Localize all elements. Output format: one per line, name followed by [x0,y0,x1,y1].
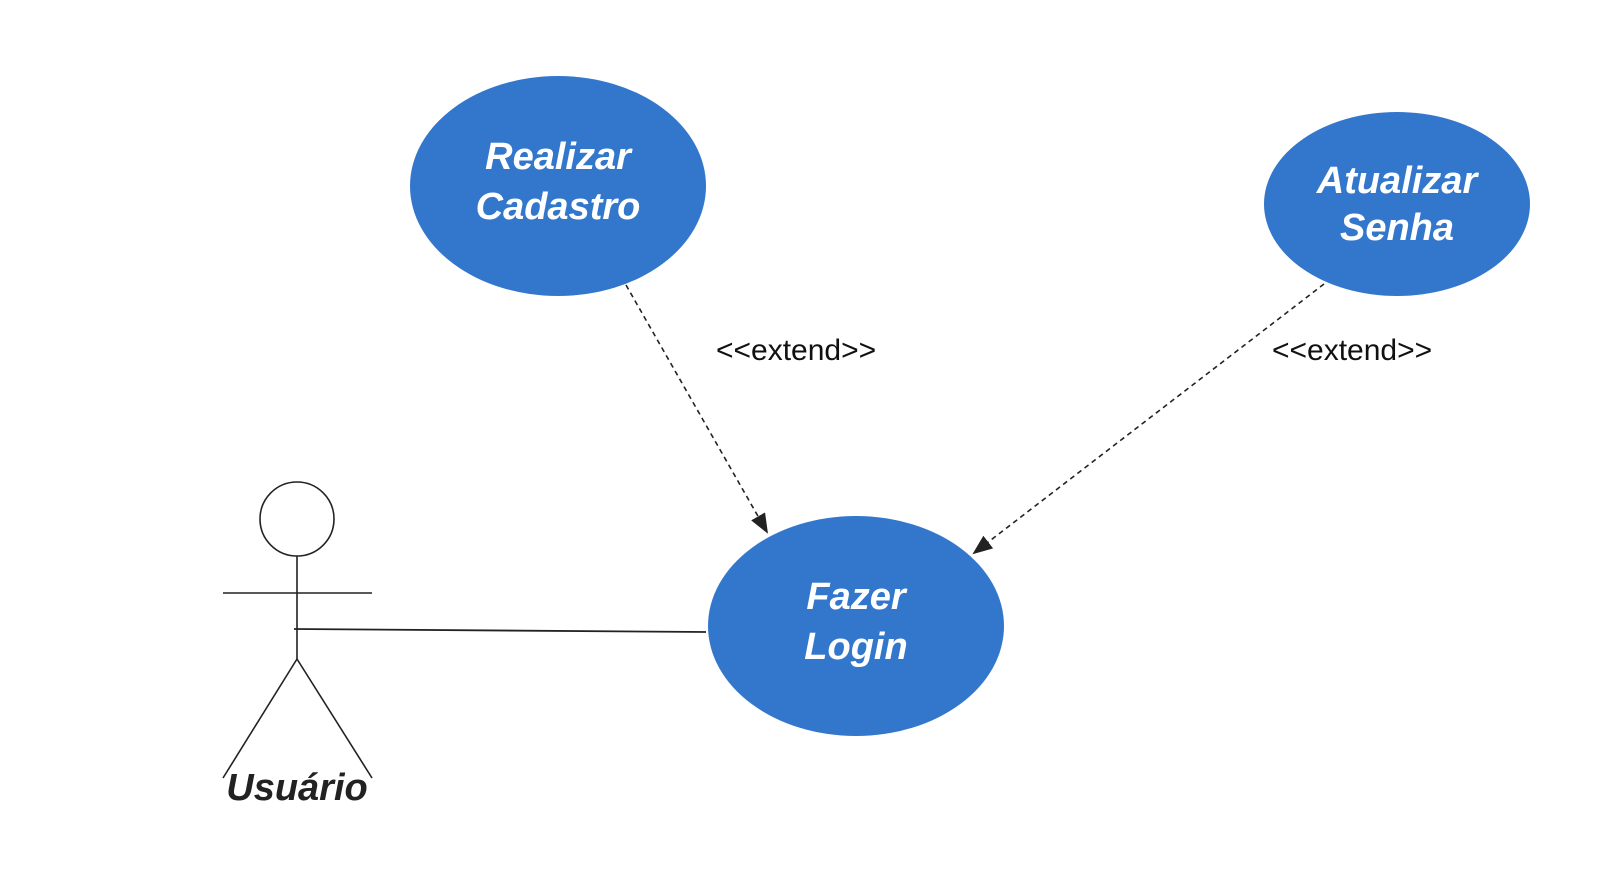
use-case-label: Realizar [485,136,633,178]
actor-name: Usuário [226,767,367,809]
use-case-fazer-login[interactable]: Fazer Login [708,516,1004,736]
use-case-realizar-cadastro[interactable]: Realizar Cadastro [410,76,706,296]
use-case-label: Login [804,626,907,668]
actor-right-leg [296,658,373,779]
extend-stereotype-label: <<extend>> [716,334,876,367]
use-case-label: Senha [1340,207,1454,249]
extend-dashed-arrow [625,284,768,534]
use-case-atualizar-senha[interactable]: Atualizar Senha [1264,112,1530,296]
extend-dashed-arrow [972,283,1325,555]
use-case-label: Atualizar [1316,160,1480,202]
use-case-label: Fazer [806,576,907,618]
use-case-ellipse [1264,112,1530,296]
use-case-ellipse [708,516,1004,736]
use-case-label: Cadastro [476,186,641,228]
extend-stereotype-label: <<extend>> [1272,334,1432,367]
extend-relation-senha[interactable]: <<extend>> [972,283,1432,555]
actor-usuario[interactable]: Usuário [222,481,373,809]
actor-left-leg [222,658,298,779]
extend-relation-cadastro[interactable]: <<extend>> [625,284,876,534]
association-line[interactable] [293,628,707,633]
actor-head [259,481,335,557]
use-case-ellipse [410,76,706,296]
